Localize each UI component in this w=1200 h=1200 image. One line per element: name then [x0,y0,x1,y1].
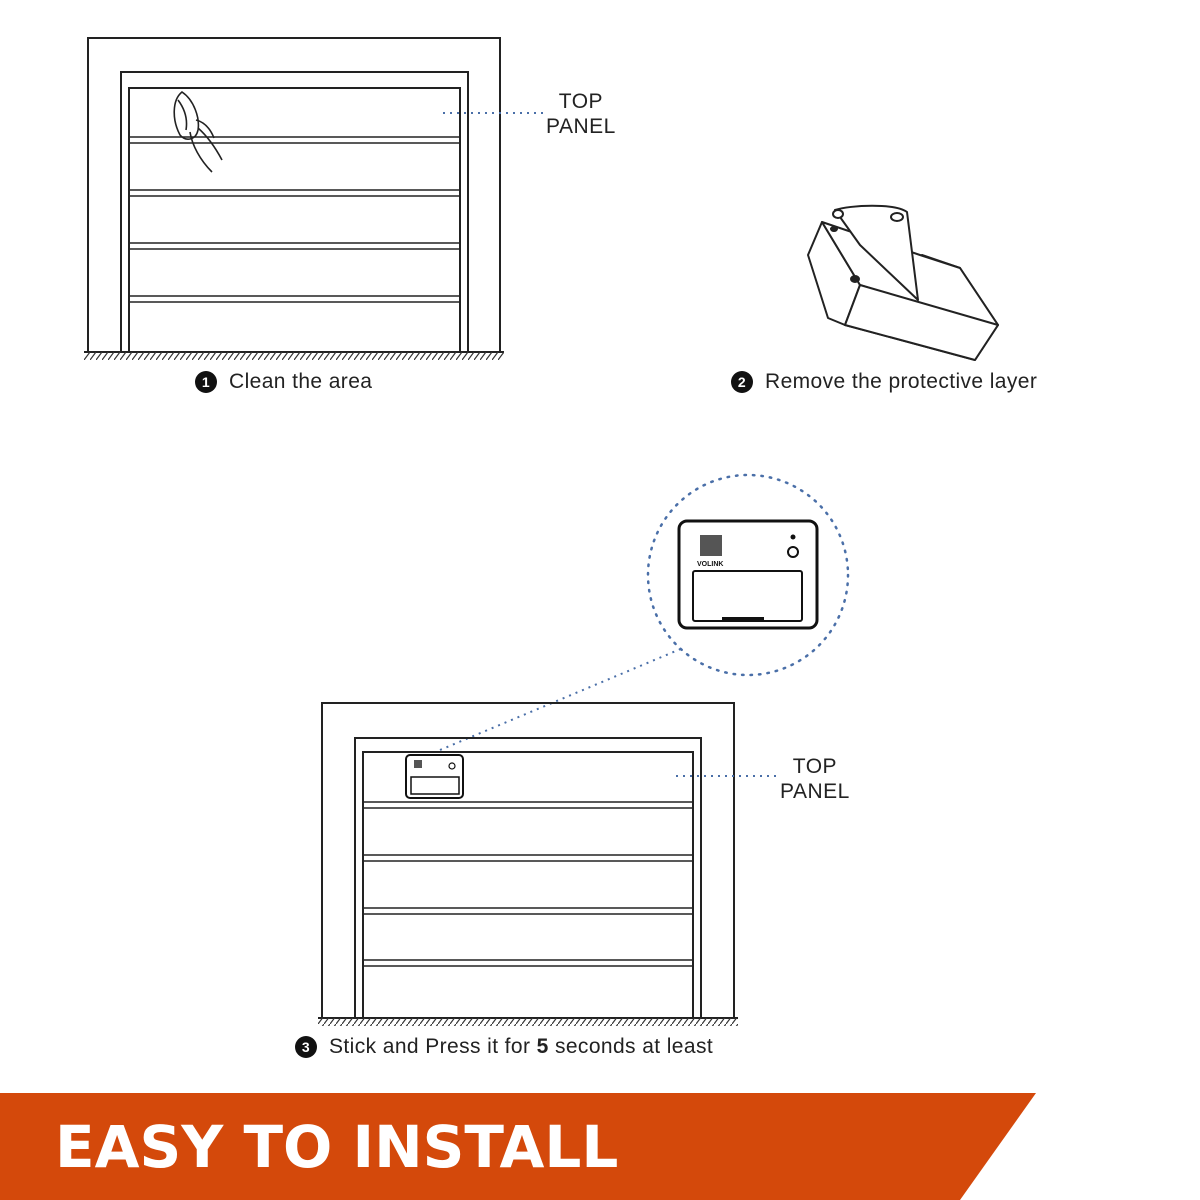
step-1-caption: 1 Clean the area [195,370,372,394]
label-line: TOP [558,90,604,113]
top-panel-label-1: TOP PANEL [546,89,616,139]
step-number-badge: 2 [731,371,753,393]
step-3-caption: 3 Stick and Press it for 5 seconds at le… [295,1035,713,1059]
callout-leader-line [439,647,684,751]
device-peel-illustration [807,204,999,361]
hand-with-cloth-icon [173,91,223,173]
device-front-illustration [677,519,819,630]
label-line: TOP [792,755,838,778]
garage-door-illustration-1 [84,37,504,360]
step-text: Clean the area [229,370,373,393]
label-line: PANEL [546,115,616,138]
label-line: PANEL [780,780,850,803]
step-number-badge: 1 [195,371,217,393]
garage-door-illustration-2 [318,702,738,1026]
zoom-callout-circle [646,473,850,677]
step-text-part: seconds at least [548,1035,714,1058]
banner-background [0,1093,1036,1200]
top-panel-label-2: TOP PANEL [780,754,850,804]
step-text: Remove the protective layer [765,370,1038,393]
brand-logo: VOLINK [697,561,723,568]
qr-code-icon [700,535,722,556]
step-text-bold: 5 [536,1035,549,1058]
step-number-badge: 3 [295,1036,317,1058]
step-text-part: Stick and Press it for [329,1035,537,1058]
step-2-caption: 2 Remove the protective layer [731,370,1037,394]
step-text: Stick and Press it for 5 seconds at leas… [329,1035,713,1059]
banner-title: EASY TO INSTALL [55,1113,619,1181]
